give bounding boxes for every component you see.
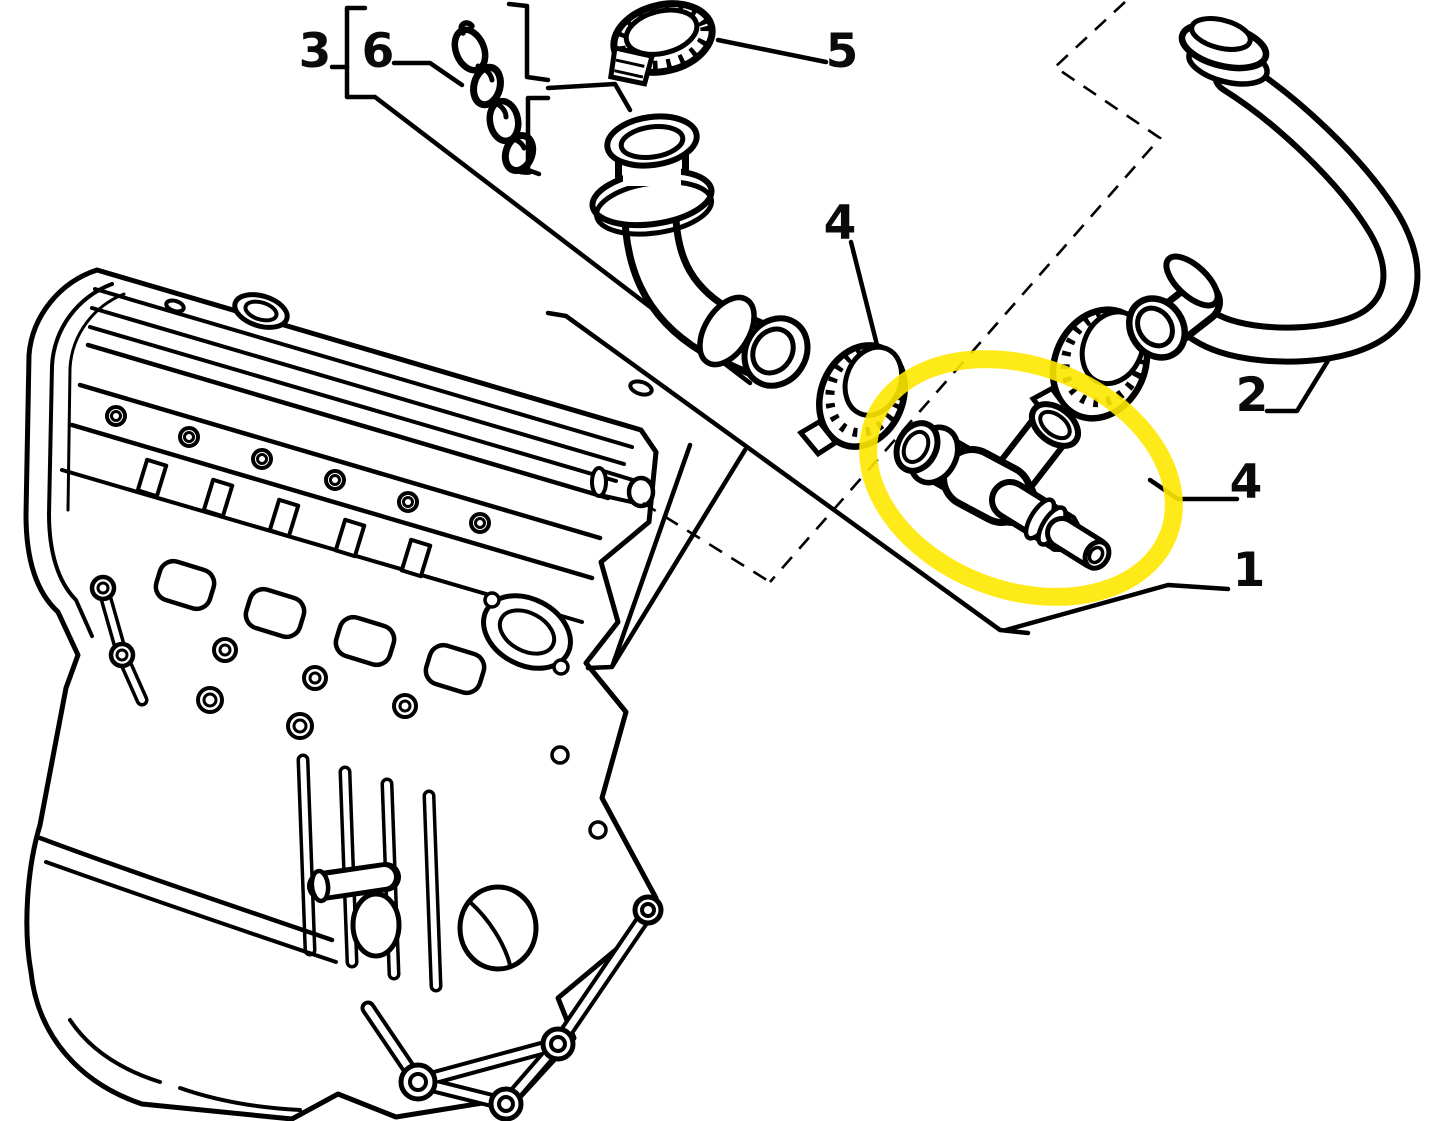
engine-block-drawing xyxy=(23,267,664,1121)
cylinder-head-band xyxy=(60,382,603,624)
hose-spout-ring xyxy=(1163,253,1221,309)
oil-pan xyxy=(37,835,338,1112)
pointer-line-long xyxy=(545,310,1031,636)
hose-top-opening xyxy=(1189,16,1253,52)
callout-3: 3 xyxy=(299,24,332,79)
breather-elbow-pipe-part xyxy=(589,113,811,389)
mount-struts xyxy=(360,894,664,1121)
block-bore-small xyxy=(350,891,402,959)
dashed-reference-outline xyxy=(642,1,1162,584)
callout-6-leader xyxy=(391,60,465,88)
callout-3-bracket-leader xyxy=(344,5,753,386)
callout-5: 5 xyxy=(826,24,859,79)
breather-hose-part xyxy=(1126,16,1421,365)
callout-1: 1 xyxy=(1233,543,1266,598)
highlight-ellipse xyxy=(859,350,1183,606)
t-piece-connector-part xyxy=(893,401,1112,571)
block-bore-large xyxy=(457,884,539,972)
retaining-link-part xyxy=(451,20,537,175)
callout-2: 2 xyxy=(1236,368,1269,423)
callout-5-leader xyxy=(715,37,829,65)
dowel-pin xyxy=(307,862,401,904)
valve-cover-ribs xyxy=(85,287,634,501)
callout-1-leader xyxy=(1003,582,1231,633)
callout-6: 6 xyxy=(362,24,395,79)
timing-cover-inner-line xyxy=(47,282,114,638)
intake-ports xyxy=(153,558,487,740)
head-flange-gasket xyxy=(481,591,573,676)
callout-4-upper: 4 xyxy=(824,196,857,251)
hose-clamp-5-part xyxy=(608,0,716,87)
callout-4-upper-leader xyxy=(848,239,880,348)
group-bracket xyxy=(506,1,633,177)
tensioner-arm xyxy=(89,574,149,707)
pointer-wedge xyxy=(585,442,748,671)
breather-stud xyxy=(590,466,656,509)
callout-4-right: 4 xyxy=(1230,455,1263,510)
